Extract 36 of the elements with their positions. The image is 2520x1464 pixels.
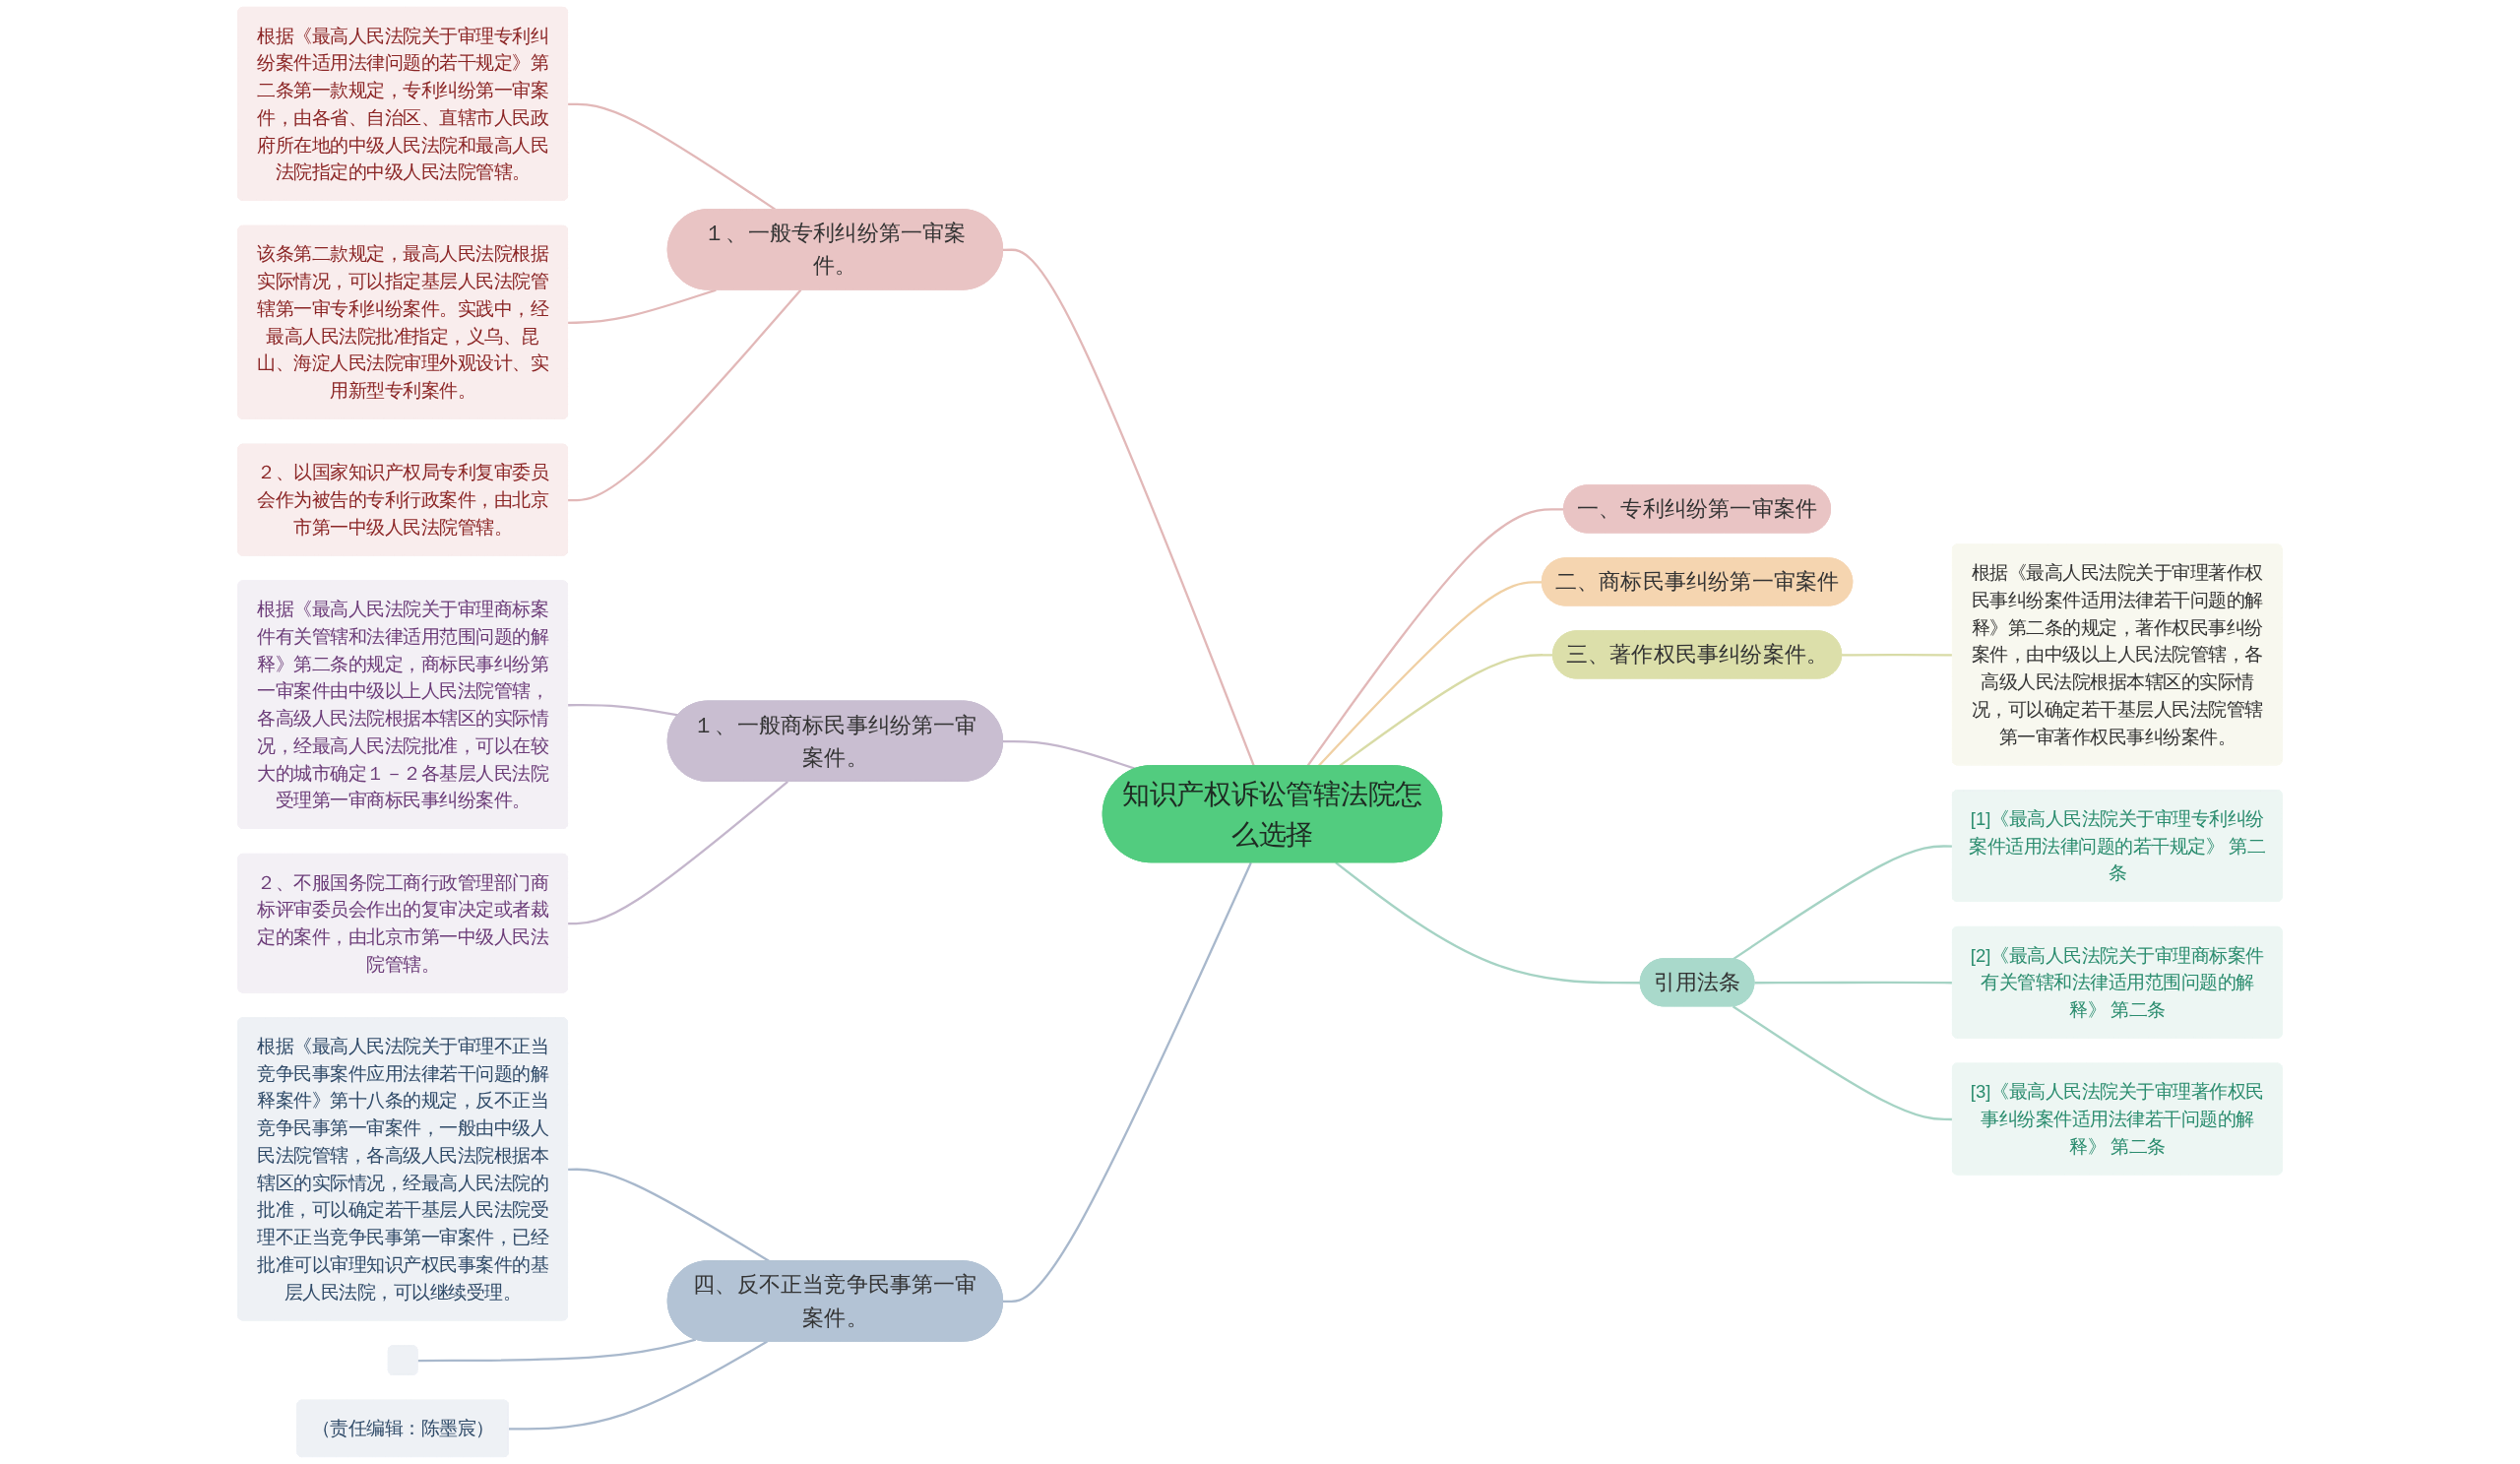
connector-line — [1842, 653, 1953, 657]
note-box: 该条第二款规定，最高人民法院根据实际情况，可以指定基层人民法院管辖第一审专利纠纷案件。实践中，经最高人民法院批准指定，义乌、昆山、海淀人民法院审理外观设计、实用新型专利案件。 — [237, 224, 568, 419]
note-box: ２、不服国务院工商行政管理部门商标评审委员会作出的复审决定或者裁定的案件，由北京市第一中级人民法院管辖。 — [237, 853, 568, 993]
connector-line — [1335, 861, 1641, 985]
note-box: 根据《最高人民法院关于审理不正当竞争民事案件应用法律若干问题的解释案件》第十八条的规定，反不正当竞争民事第一审案件，一般由中级人民法院管辖，各高级人民法院根据本辖区的实际情况，经最高人民法院的批准，可以确定若干基层人民法院受理不正当竞争民事第一审案件，已经批准可以审理知识产权民事案件的基层人民法院，可以继续受理。 — [237, 1017, 568, 1321]
connector-line — [1003, 248, 1255, 767]
connector-line — [568, 703, 678, 717]
note-box: 根据《最高人民法院关于审理著作权民事纠纷案件适用法律若干问题的解释》第二条的规定，著作权民事纠纷案件，由中级以上人民法院管辖，各高级人民法院根据本辖区的实际情况，可以确定若干基层人民法院管辖第一审著作权民事纠纷案件。 — [1952, 543, 2283, 766]
branch-topic: 四、反不正当竞争民事第一审案件。 — [666, 1260, 1003, 1342]
branch-topic: 一、专利纠纷第一审案件 — [1563, 484, 1831, 534]
connector-line — [1003, 861, 1252, 1304]
note-box: [3]《最高人民法院关于审理著作权民事纠纷案件适用法律若干问题的解释》 第二条 — [1952, 1062, 2283, 1176]
connector-line — [568, 288, 717, 324]
branch-topic: 三、著作权民事纠纷案件。 — [1552, 630, 1843, 679]
connector-line — [568, 781, 788, 925]
connector-line — [508, 1340, 768, 1431]
connector-line — [1003, 739, 1136, 771]
branch-topic: 二、商标民事纠纷第一审案件 — [1541, 557, 1854, 606]
note-box: 根据《最高人民法院关于审理商标案件有关管辖和法律适用范围问题的解释》第二条的规定，商标民事纠纷第一审案件由中级以上人民法院管辖，各高级人民法院根据本辖区的实际情况，经最高人民法院批准，可以在较大的城市确定１－２各基层人民法院受理第一审商标民事纠纷案件。 — [237, 580, 568, 829]
branch-topic: １、一般专利纠纷第一审案件。 — [666, 209, 1003, 290]
empty-note-box — [387, 1345, 418, 1375]
connector-line — [1754, 981, 1953, 985]
connector-line — [1306, 508, 1565, 767]
connector-line — [568, 288, 802, 502]
note-box: [1]《最高人民法院关于审理专利纠纷案件适用法律问题的若干规定》 第二条 — [1952, 790, 2283, 902]
branch-topic: １、一般商标民事纠纷第一审案件。 — [666, 700, 1003, 782]
note-box: 根据《最高人民法院关于审理专利纠纷案件适用法律问题的若干规定》第二条第一款规定，专利纠纷第一审案件，由各省、自治区、直辖市人民政府所在地的中级人民法院和最高人民法院指定的中级人民法院管辖。 — [237, 6, 568, 201]
connector-line — [1317, 581, 1543, 767]
note-box: ２、以国家知识产权局专利复审委员会作为被告的专利行政案件，由北京市第一中级人民法院管辖。 — [237, 443, 568, 556]
note-box: （责任编辑：陈墨宸） — [296, 1399, 509, 1458]
connector-line — [1732, 845, 1953, 961]
connector-line — [417, 1338, 697, 1363]
central-topic: 知识产权诉讼管辖法院怎么选择 — [1102, 765, 1443, 863]
note-box: [2]《最高人民法院关于审理商标案件有关管辖和法律适用范围问题的解释》 第二条 — [1952, 925, 2283, 1039]
connector-line — [1732, 1005, 1953, 1121]
branch-topic: 引用法条 — [1639, 958, 1755, 1007]
